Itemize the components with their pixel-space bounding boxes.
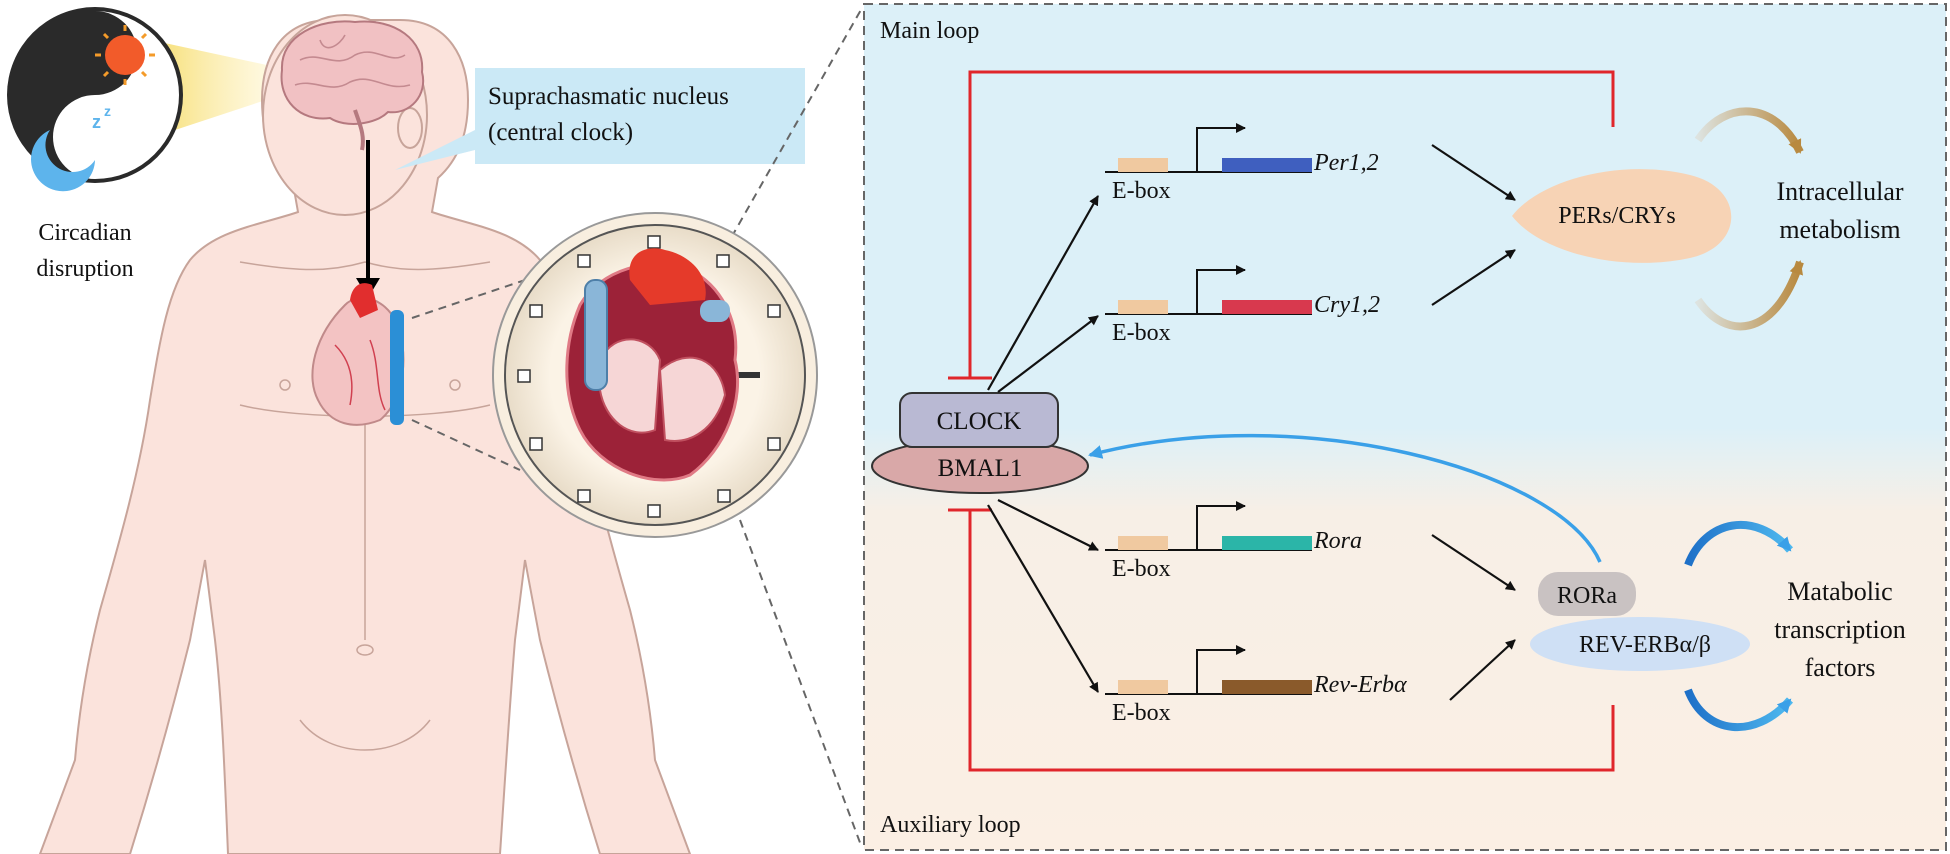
gene-rora: E-box Rora (1105, 501, 1362, 582)
transcription-label: transcription (1774, 615, 1905, 644)
gene-rev-erba: E-box Rev-Erbα (1105, 645, 1407, 726)
gene-per-label: Per1,2 (1313, 150, 1379, 176)
rora-rev-proteins: RORa REV-ERBα/β (1530, 572, 1750, 671)
metabolism-label: metabolism (1779, 215, 1900, 244)
ebox-cry (1118, 300, 1168, 314)
rora-shape (1538, 572, 1636, 616)
scn-callout-pointer (395, 130, 475, 170)
pers-crys-protein: PERs/CRYs (1512, 169, 1732, 263)
scn-label-line2: (central clock) (488, 119, 633, 146)
gene-cry-bar (1222, 300, 1312, 314)
rora-label: RORa (1557, 583, 1617, 609)
auxiliary-loop-inhibition (948, 508, 1615, 772)
moon-sleep-icon: z z (31, 103, 111, 192)
main-loop-inhibition (948, 70, 1615, 380)
ebox-per (1118, 158, 1168, 172)
heart-icon (311, 283, 405, 426)
rora-to-bmal1-feedback-arrow (1088, 433, 1602, 563)
scn-callout-box (475, 68, 805, 164)
metabolism-cycle-arrows (1694, 107, 1804, 331)
clock-shape (899, 392, 1059, 448)
complex-to-gene-arrows (987, 195, 1099, 693)
ebox-cry-label: E-box (1112, 320, 1171, 346)
pers-crys-label: PERs/CRYs (1558, 203, 1675, 229)
circadian-label: Circadian (38, 220, 131, 246)
svg-text:z: z (92, 112, 101, 132)
gene-cry: E-box Cry1,2 (1105, 265, 1380, 346)
gene-rora-bar (1222, 536, 1312, 550)
rev-erb-label: REV-ERBα/β (1579, 632, 1711, 658)
circadian-label-line1: Circadian (38, 220, 131, 246)
ebox-rev (1118, 680, 1168, 694)
circadian-icon: z z (7, 7, 183, 192)
circadian-label-line2: disruption (36, 256, 133, 282)
brain-icon (280, 20, 425, 151)
clock-bmal1-complex: CLOCK BMAL1 (871, 392, 1089, 494)
ebox-rev-label: E-box (1112, 700, 1171, 726)
gene-rev-label: Rev-Erbα (1313, 672, 1407, 698)
svg-text:z: z (104, 103, 111, 119)
gene-cry-label: Cry1,2 (1314, 292, 1380, 318)
clock-face-icon (492, 212, 818, 538)
ebox-rora (1118, 536, 1168, 550)
gene-per-bar (1222, 158, 1312, 172)
auxiliary-loop-title: Auxiliary loop (880, 812, 1021, 838)
factors-label: factors (1805, 653, 1876, 682)
gene-rev-bar (1222, 680, 1312, 694)
metabolic-label: Matabolic (1787, 577, 1892, 606)
left-panel: z z Circadian disruption Suprachasmatic … (7, 7, 863, 854)
ebox-rora-label: E-box (1112, 556, 1171, 582)
bmal1-label: BMAL1 (938, 455, 1023, 482)
gene-to-protein-arrows (1431, 144, 1516, 701)
scn-label-line1: Suprachasmatic nucleus (488, 83, 729, 110)
gene-rora-label: Rora (1313, 528, 1362, 554)
intracellular-label: Intracellular (1776, 177, 1903, 206)
zoom-line-lower (411, 419, 521, 471)
sun-icon (95, 25, 155, 85)
main-loop-title: Main loop (880, 18, 979, 44)
clock-label: CLOCK (937, 408, 1022, 435)
light-beam (160, 42, 290, 135)
zoom-line-upper (411, 274, 541, 319)
circadian-label-2: disruption (36, 256, 133, 282)
rev-erb-shape (1530, 617, 1750, 671)
ebox-per-label: E-box (1112, 178, 1171, 204)
right-panel: Main loop Auxiliary loop CLOCK BMAL1 (863, 3, 1947, 851)
zoom-line-to-panel-bottom (739, 519, 863, 849)
gene-per: E-box Per1,2 (1105, 123, 1379, 204)
ear (397, 107, 423, 149)
transcription-cycle-arrows (1684, 521, 1794, 732)
